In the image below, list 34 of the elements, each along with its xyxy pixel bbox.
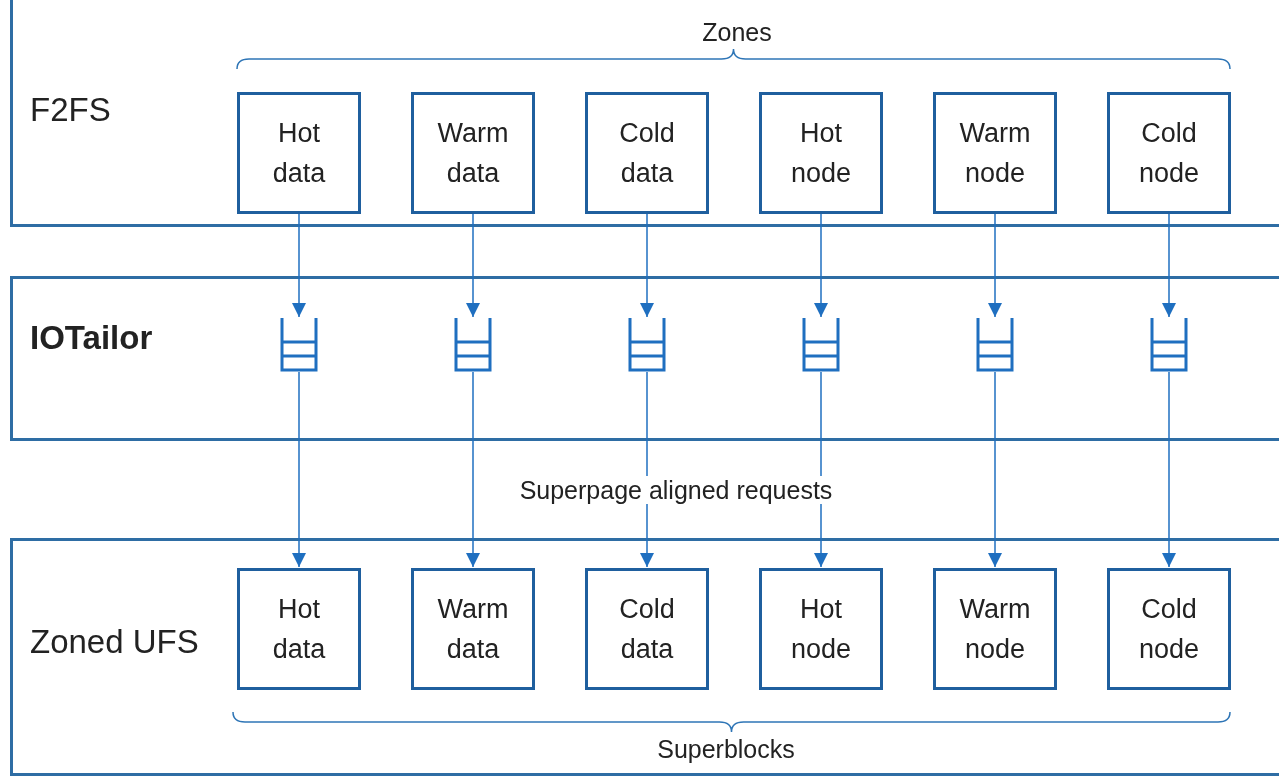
arrow	[292, 371, 306, 568]
queue-icon	[1150, 318, 1188, 372]
arrow	[640, 213, 654, 318]
layer-band	[10, 276, 1279, 441]
zone-box: Cold data	[585, 568, 709, 690]
zone-box: Cold data	[585, 92, 709, 214]
arrow	[1162, 371, 1176, 568]
layer-title: Zoned UFS	[30, 623, 199, 661]
zone-box: Hot node	[759, 568, 883, 690]
zone-box: Cold node	[1107, 92, 1231, 214]
layer-band	[10, 0, 1279, 227]
layer-title: F2FS	[30, 91, 111, 129]
layer-band	[10, 538, 1279, 776]
arrow	[466, 213, 480, 318]
zone-box: Cold node	[1107, 568, 1231, 690]
arrow	[988, 371, 1002, 568]
arrow	[466, 371, 480, 568]
arrow	[1162, 213, 1176, 318]
queue-icon	[454, 318, 492, 372]
queue-icon	[976, 318, 1014, 372]
zone-box: Hot node	[759, 92, 883, 214]
queue-icon	[628, 318, 666, 372]
queue-icon	[802, 318, 840, 372]
arrow	[988, 213, 1002, 318]
zone-box: Warm node	[933, 92, 1057, 214]
zone-box: Hot data	[237, 568, 361, 690]
arrow	[292, 213, 306, 318]
layer-title: IOTailor	[30, 319, 153, 357]
queue-icon	[280, 318, 318, 372]
arrow	[814, 213, 828, 318]
zone-box: Hot data	[237, 92, 361, 214]
zone-box: Warm node	[933, 568, 1057, 690]
zone-box: Warm data	[411, 568, 535, 690]
zone-box: Warm data	[411, 92, 535, 214]
